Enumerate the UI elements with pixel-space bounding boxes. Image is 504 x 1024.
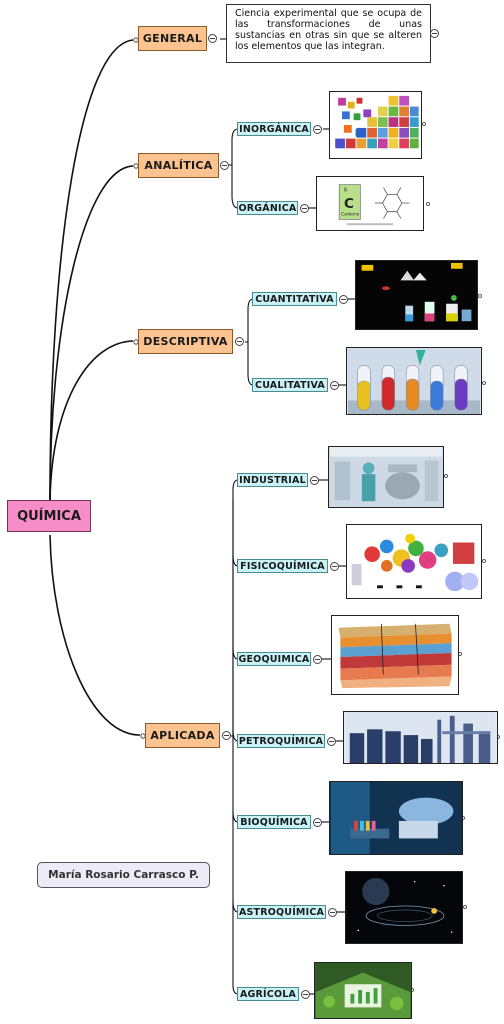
- collapse-fisicoquimica-button[interactable]: [330, 562, 339, 571]
- node-cuantitativa-label: CUANTITATIVA: [255, 293, 334, 305]
- collapse-inorganica-button[interactable]: [313, 125, 322, 134]
- greenhouse-image: [314, 962, 412, 1019]
- branch-general[interactable]: GENERAL: [138, 26, 207, 51]
- earth-strata-image: [331, 615, 459, 695]
- general-description: Ciencia experimental que se ocupa de las…: [226, 4, 431, 63]
- node-agricola-label: AGRÍCOLA: [239, 988, 297, 1000]
- collapse-organica-button[interactable]: [300, 204, 309, 213]
- carbon-benzene-image: 6 C Carbono: [316, 176, 424, 231]
- biochem-lab-image: [329, 781, 463, 855]
- collapse-descriptiva-button[interactable]: [235, 337, 244, 346]
- collapse-analitica-button[interactable]: [220, 161, 229, 170]
- root-label: QUÍMICA: [17, 508, 81, 524]
- node-inorganica[interactable]: INORGÁNICA: [237, 122, 311, 136]
- node-agricola[interactable]: AGRÍCOLA: [237, 987, 299, 1001]
- node-petroquimica[interactable]: PETROQUÍMICA: [237, 734, 325, 748]
- node-bioquimica-label: BIOQUÍMICA: [240, 816, 308, 828]
- galaxy-image: [345, 871, 463, 944]
- node-inorganica-label: INORGÁNICA: [239, 123, 309, 135]
- collapse-cuantitativa-button[interactable]: [339, 295, 348, 304]
- node-astroquimica[interactable]: ASTROQUÍMICA: [237, 905, 326, 919]
- periodic-elements-image: [329, 91, 422, 159]
- node-organica-label: ORGÁNICA: [238, 202, 297, 214]
- carbon-symbol-text: C: [344, 196, 354, 212]
- general-description-text: Ciencia experimental que se ocupa de las…: [235, 8, 422, 52]
- node-industrial-label: INDUSTRIAL: [239, 474, 306, 486]
- node-geoquimica[interactable]: GEOQUIMICA: [237, 652, 311, 666]
- carbon-number-text: 6: [344, 187, 347, 193]
- collapse-general-button[interactable]: [208, 34, 217, 43]
- branch-analitica[interactable]: ANALÍTICA: [138, 153, 219, 178]
- branch-aplicada[interactable]: APLICADA: [145, 723, 220, 748]
- branch-descriptiva-label: DESCRIPTIVA: [143, 335, 228, 348]
- author-name: María Rosario Carrasco P.: [48, 869, 199, 881]
- node-geoquimica-label: GEOQUIMICA: [238, 653, 310, 665]
- collapse-astroquimica-button[interactable]: [328, 908, 337, 917]
- branch-analitica-label: ANALÍTICA: [144, 159, 213, 172]
- lab-flasks-dark-image: [355, 260, 478, 330]
- node-fisicoquimica-label: FISICOQUÍMICA: [240, 560, 325, 572]
- author-label: María Rosario Carrasco P.: [37, 862, 210, 888]
- node-organica[interactable]: ORGÁNICA: [237, 201, 298, 215]
- collapse-cualitativa-button[interactable]: [330, 381, 339, 390]
- collapse-description-button[interactable]: [430, 29, 439, 38]
- collapse-agricola-button[interactable]: [301, 990, 310, 999]
- physicochemistry-collage-image: [346, 524, 482, 599]
- refinery-tanks-image: [343, 711, 498, 764]
- industrial-lab-image: [328, 446, 444, 508]
- node-fisicoquimica[interactable]: FISICOQUÍMICA: [237, 559, 328, 573]
- node-industrial[interactable]: INDUSTRIAL: [237, 473, 308, 487]
- node-petroquimica-label: PETROQUÍMICA: [238, 735, 324, 747]
- collapse-aplicada-button[interactable]: [222, 731, 231, 740]
- branch-aplicada-label: APLICADA: [150, 729, 215, 742]
- branch-descriptiva[interactable]: DESCRIPTIVA: [138, 329, 233, 354]
- collapse-bioquimica-button[interactable]: [313, 818, 322, 827]
- root-node[interactable]: QUÍMICA: [7, 500, 91, 532]
- node-astroquimica-label: ASTROQUÍMICA: [238, 906, 325, 918]
- collapse-petroquimica-button[interactable]: [327, 737, 336, 746]
- branch-general-label: GENERAL: [142, 32, 203, 45]
- node-bioquimica[interactable]: BIOQUÍMICA: [237, 815, 311, 829]
- node-cualitativa[interactable]: CUALITATIVA: [252, 378, 328, 392]
- node-cualitativa-label: CUALITATIVA: [255, 379, 325, 391]
- collapse-geoquimica-button[interactable]: [313, 655, 322, 664]
- carbon-name-text: Carbono: [341, 212, 360, 218]
- colored-test-tubes-image: [346, 347, 482, 415]
- node-cuantitativa[interactable]: CUANTITATIVA: [252, 292, 337, 306]
- collapse-industrial-button[interactable]: [310, 476, 319, 485]
